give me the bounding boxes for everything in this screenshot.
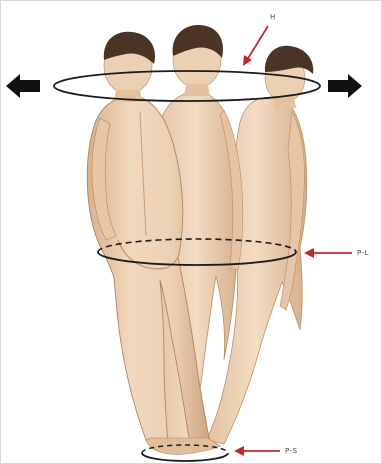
pointer-h-icon	[243, 26, 268, 66]
figure-left-feet	[146, 438, 220, 454]
label-h: H	[270, 13, 276, 21]
label-pl: P-L	[357, 249, 369, 257]
pointer-ps-icon	[234, 446, 280, 456]
arrow-right-icon	[328, 74, 362, 98]
label-ps: P-S	[285, 447, 298, 455]
pointer-pl-icon	[304, 248, 352, 258]
arrow-left-icon	[6, 74, 40, 98]
figure-middle-neck	[184, 84, 210, 96]
